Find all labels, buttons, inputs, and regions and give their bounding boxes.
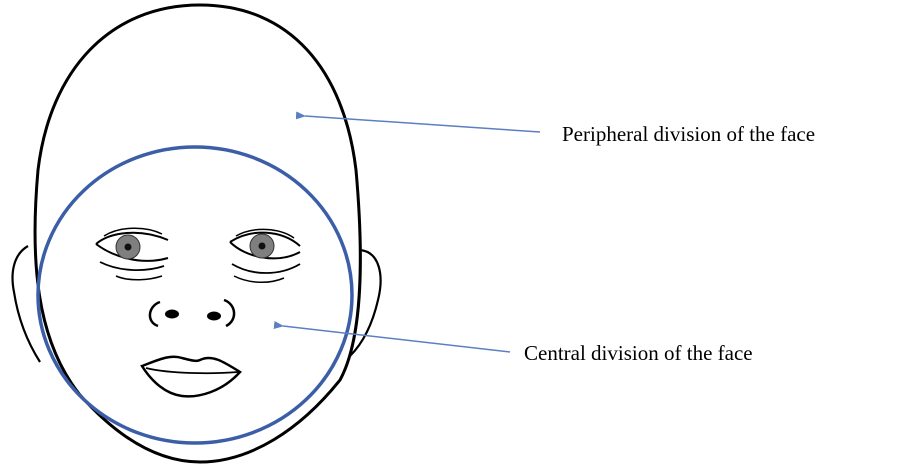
right-eye-icon — [230, 229, 300, 282]
central-arrow — [283, 326, 510, 352]
central-division-circle — [38, 147, 352, 443]
nose-icon — [150, 300, 234, 326]
left-eye-icon — [96, 228, 168, 280]
peripheral-division-label: Peripheral division of the face — [562, 124, 815, 145]
peripheral-arrow — [305, 116, 540, 132]
central-division-label: Central division of the face — [524, 343, 753, 364]
mouth-icon — [142, 357, 240, 397]
